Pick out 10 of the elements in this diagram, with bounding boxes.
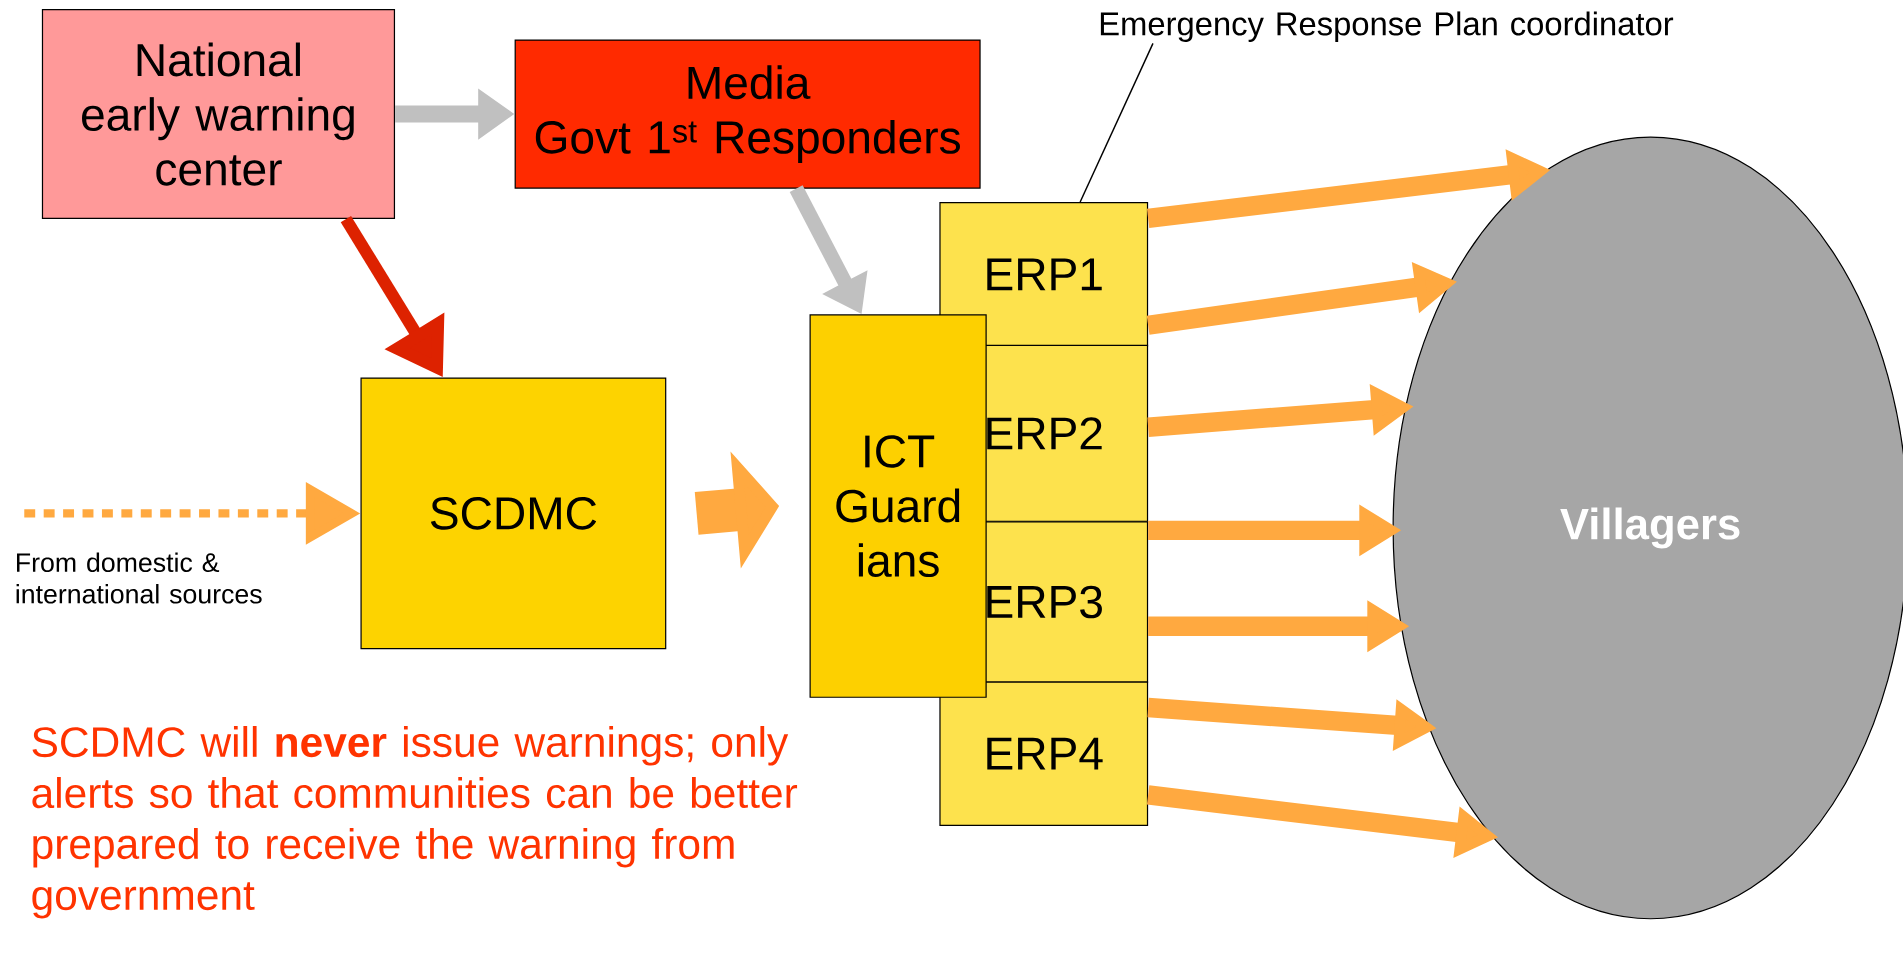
warning-note: SCDMC will never issue warnings; only alerts so that communities can be better prepared to receive the warning from government	[32, 726, 798, 919]
plan-box: ERP1	[939, 202, 1149, 347]
plan-box: ERP4	[939, 681, 1149, 826]
coordinator-label: Emergency Response Plan coordinator	[1100, 11, 1674, 42]
guardians-box: ICT Guard ians	[809, 314, 987, 698]
leader-line	[1079, 42, 1154, 203]
process-box: SCDMC	[360, 377, 667, 650]
warning-center-box: National early warning center	[41, 9, 396, 220]
source-note: From domestic & international sources	[16, 552, 262, 604]
responders-box: Media Govt 1$^{st}$ Responders	[514, 39, 981, 189]
